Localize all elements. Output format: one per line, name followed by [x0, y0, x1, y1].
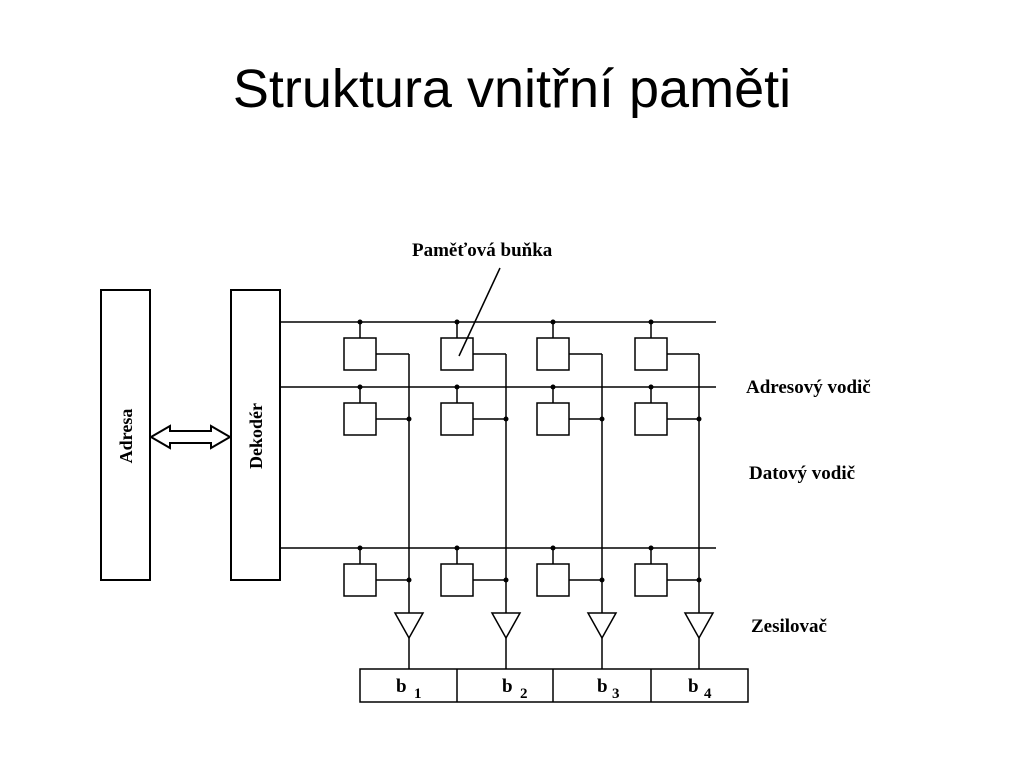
memory-cell — [343, 319, 409, 371]
data-wire-label: Datový vodič — [749, 463, 855, 484]
svg-text:4: 4 — [704, 686, 712, 702]
amplifier-icon — [393, 612, 425, 669]
svg-text:3: 3 — [612, 686, 620, 702]
amplifier-icon — [683, 612, 715, 669]
svg-text:b: b — [502, 676, 513, 697]
bidirectional-arrow-icon — [149, 424, 232, 450]
svg-text:1: 1 — [414, 686, 422, 702]
memory-cell — [440, 319, 506, 371]
memory-cell — [536, 545, 605, 597]
address-wire-label: Adresový vodič — [746, 377, 871, 398]
amplifier-icon — [490, 612, 522, 669]
svg-text:2: 2 — [520, 686, 528, 702]
memory-cell — [536, 384, 605, 436]
memory-cell-callout: Paměťová buňka — [412, 240, 553, 261]
memory-cell — [343, 545, 412, 597]
output-register — [359, 668, 749, 703]
output-bit: b 4 — [688, 676, 712, 702]
memory-cell-pointer-line — [458, 267, 501, 357]
memory-cell — [343, 384, 412, 436]
svg-text:b: b — [688, 676, 699, 697]
svg-text:b: b — [597, 676, 608, 697]
memory-cell — [634, 319, 699, 371]
decoder-block — [230, 289, 281, 581]
memory-cell — [634, 545, 702, 597]
svg-text:b: b — [396, 676, 407, 697]
address-block-label: Adresa — [116, 409, 136, 464]
slide-title: Struktura vnitřní paměti — [232, 59, 792, 119]
output-bit: b 1 — [396, 676, 422, 702]
memory-cell — [536, 319, 602, 371]
memory-cell — [440, 384, 509, 436]
memory-cell — [440, 545, 509, 597]
amplifier-icon — [586, 612, 618, 669]
decoder-block-label: Dekodér — [246, 403, 266, 469]
amplifier-label: Zesilovač — [751, 616, 827, 637]
memory-cell — [634, 384, 702, 436]
output-bit: b 3 — [597, 676, 620, 702]
output-bit: b 2 — [502, 676, 528, 702]
address-block — [100, 289, 151, 581]
